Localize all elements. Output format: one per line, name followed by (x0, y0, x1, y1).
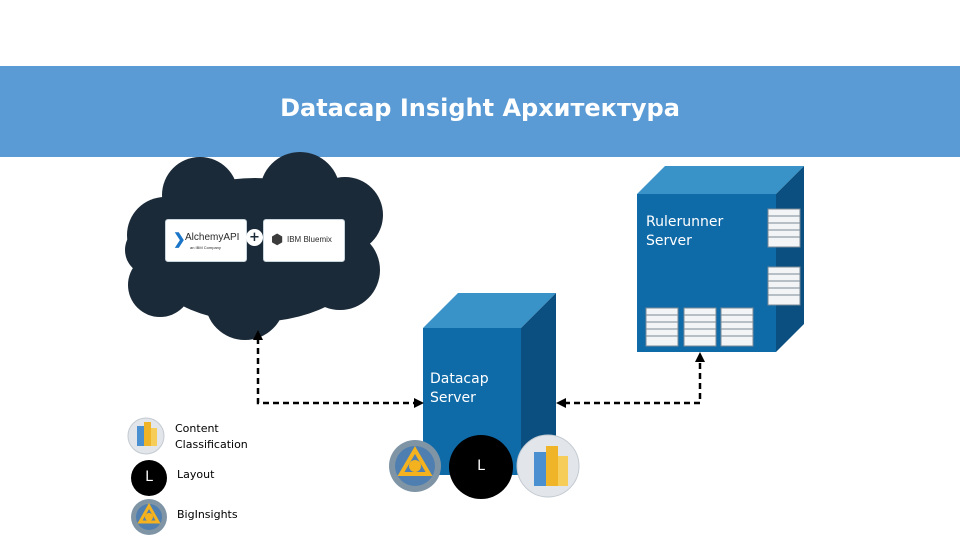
layout-badge (131, 460, 167, 496)
database-icon (720, 307, 754, 347)
plus-icon: + (246, 229, 263, 246)
legend-biginsights: BigInsights (177, 508, 238, 521)
database-icon (683, 307, 717, 347)
legend-content-classification: Content Classification (175, 421, 248, 453)
alchemyapi-logo-text: AlchemyAPI (185, 232, 240, 243)
rulerunner-label-line1: Rulerunner (646, 214, 724, 230)
database-icon (767, 208, 801, 248)
layout-badge-letter: L (477, 458, 485, 474)
bluemix-hex-icon: ⬢ (271, 232, 284, 248)
biginsights-icon (389, 440, 441, 492)
connector-cloud-datacap (253, 330, 424, 408)
rulerunner-server-label: Rulerunner Server (646, 213, 723, 251)
legend-content-line1: Content (175, 422, 219, 435)
alchemyapi-logo-subtext: an IBM Company (190, 245, 221, 250)
title-banner: Datacap Insight Архитектура (0, 66, 960, 157)
cloud-shape (125, 152, 383, 340)
alchemyapi-logo: ❯ AlchemyAPI an IBM Company (165, 219, 247, 262)
database-icon (767, 266, 801, 306)
datacap-server-label: Datacap Server (430, 370, 489, 408)
layout-badge (449, 435, 513, 499)
rulerunner-label-line2: Server (646, 233, 692, 249)
alchemy-chevron-icon: ❯ (173, 231, 186, 248)
ibm-bluemix-logo: ⬢ IBM Bluemix (263, 219, 345, 262)
page-title: Datacap Insight Архитектура (280, 94, 680, 122)
legend-layout-badge-letter: L (145, 469, 153, 485)
content-classification-icon (516, 434, 580, 498)
legend-layout: Layout (177, 468, 215, 481)
content-classification-icon (127, 417, 165, 455)
datacap-label-line1: Datacap (430, 371, 489, 387)
ibm-bluemix-logo-text: IBM Bluemix (287, 235, 332, 244)
datacap-label-line2: Server (430, 390, 476, 406)
database-icon (645, 307, 679, 347)
legend-content-line2: Classification (175, 438, 248, 451)
connector-datacap-rulerunner (556, 352, 705, 408)
biginsights-icon (131, 499, 167, 535)
